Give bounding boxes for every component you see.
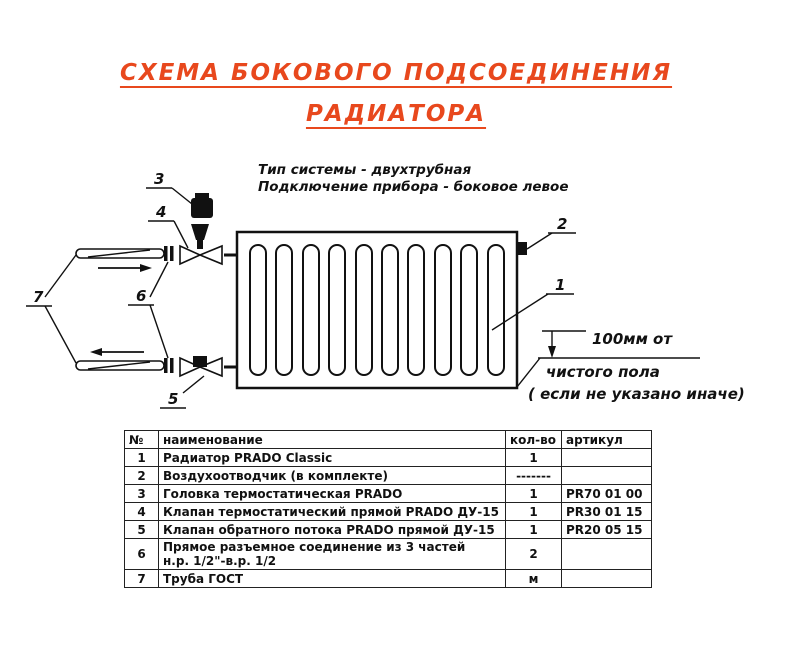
system-type-text: Тип системы - двухтрубная [258, 162, 471, 178]
thermostatic-head-icon [191, 193, 213, 240]
connection-type-text: Подключение прибора - боковое левое [258, 179, 568, 195]
table-row: 3 Головка термостатическая PRADO 1 PR70 … [124, 484, 652, 503]
row-art [561, 569, 652, 588]
row-art [561, 448, 652, 467]
row-qty: 1 [505, 502, 562, 521]
row-num: 6 [124, 538, 159, 570]
header-qty: кол-во [505, 430, 562, 449]
svg-text:2: 2 [557, 215, 567, 233]
floor-dimension: 100мм от чистого пола ( если не указано … [516, 330, 745, 403]
svg-text:3: 3 [154, 170, 164, 188]
row-art: PR20 05 15 [561, 520, 652, 539]
callout-2: 2 [526, 215, 576, 250]
table-row: 2 Воздухоотводчик (в комплекте) ------- [124, 466, 652, 485]
callout-6: 6 [128, 261, 169, 359]
return-valve-icon [179, 356, 237, 378]
row-qty: 1 [505, 448, 562, 467]
row-qty: 1 [505, 520, 562, 539]
row-qty: 2 [505, 538, 562, 570]
floor-note-line-2: чистого пола [546, 363, 660, 381]
flow-arrow-left-icon [90, 348, 102, 356]
header-art: артикул [561, 430, 652, 449]
row-name: Головка термостатическая PRADO [158, 484, 506, 503]
callout-7: 7 [26, 254, 77, 364]
row-name: Воздухоотводчик (в комплекте) [158, 466, 506, 485]
svg-text:1: 1 [555, 276, 565, 294]
row-qty: 1 [505, 484, 562, 503]
air-vent-icon [516, 242, 527, 255]
title-line-2: РАДИАТОРА [305, 101, 487, 127]
callout-1: 1 [491, 276, 574, 331]
bom-table: № наименование кол-во артикул 1 Радиатор… [124, 430, 652, 588]
table-row: 4 Клапан термостатический прямой PRADO Д… [124, 502, 652, 521]
flow-arrow-right-icon [140, 264, 152, 272]
radiator-body [235, 230, 519, 390]
svg-text:7: 7 [33, 288, 44, 306]
radiator-diagram: Тип системы - двухтрубная Подключение пр… [26, 162, 745, 409]
row-qty: м [505, 569, 562, 588]
row-name: Радиатор PRADO Classic [158, 448, 506, 467]
row-num: 7 [124, 569, 159, 588]
row-num: 2 [124, 466, 159, 485]
table-row: 1 Радиатор PRADO Classic 1 [124, 448, 652, 467]
header-name: наименование [158, 430, 506, 449]
row-art: PR70 01 00 [561, 484, 652, 503]
svg-text:4: 4 [155, 203, 166, 221]
row-art [561, 466, 652, 485]
row-art: PR30 01 15 [561, 502, 652, 521]
supply-pipe [75, 246, 174, 272]
row-num: 1 [124, 448, 159, 467]
row-name: Прямое разъемное соединение из 3 частей … [158, 538, 506, 570]
header-num: № [124, 430, 159, 449]
title-line-1: СХЕМА БОКОВОГО ПОДСОЕДИНЕНИЯ [119, 60, 673, 86]
row-num: 5 [124, 520, 159, 539]
floor-note-line-3: ( если не указано иначе) [528, 385, 745, 403]
floor-note-line-1: 100мм от [592, 330, 673, 348]
callout-3: 3 [146, 170, 198, 209]
row-art [561, 538, 652, 570]
row-num: 3 [124, 484, 159, 503]
table-header-row: № наименование кол-во артикул [124, 430, 652, 449]
row-name: Клапан обратного потока PRADO прямой ДУ-… [158, 520, 506, 539]
svg-text:5: 5 [168, 390, 178, 408]
callout-4: 4 [148, 203, 189, 249]
return-pipe [75, 348, 174, 373]
row-qty: ------- [505, 466, 562, 485]
row-name: Труба ГОСТ [158, 569, 506, 588]
svg-text:6: 6 [136, 287, 146, 305]
dimension-arrow-icon [548, 346, 556, 358]
thermostatic-valve-icon [179, 240, 237, 266]
page-title: СХЕМА БОКОВОГО ПОДСОЕДИНЕНИЯ РАДИАТОРА [0, 60, 792, 127]
table-row: 6 Прямое разъемное соединение из 3 часте… [124, 538, 652, 570]
table-row: 5 Клапан обратного потока PRADO прямой Д… [124, 520, 652, 539]
row-name: Клапан термостатический прямой PRADO ДУ-… [158, 502, 506, 521]
callout-5: 5 [160, 375, 205, 409]
row-num: 4 [124, 502, 159, 521]
table-row: 7 Труба ГОСТ м [124, 569, 652, 588]
